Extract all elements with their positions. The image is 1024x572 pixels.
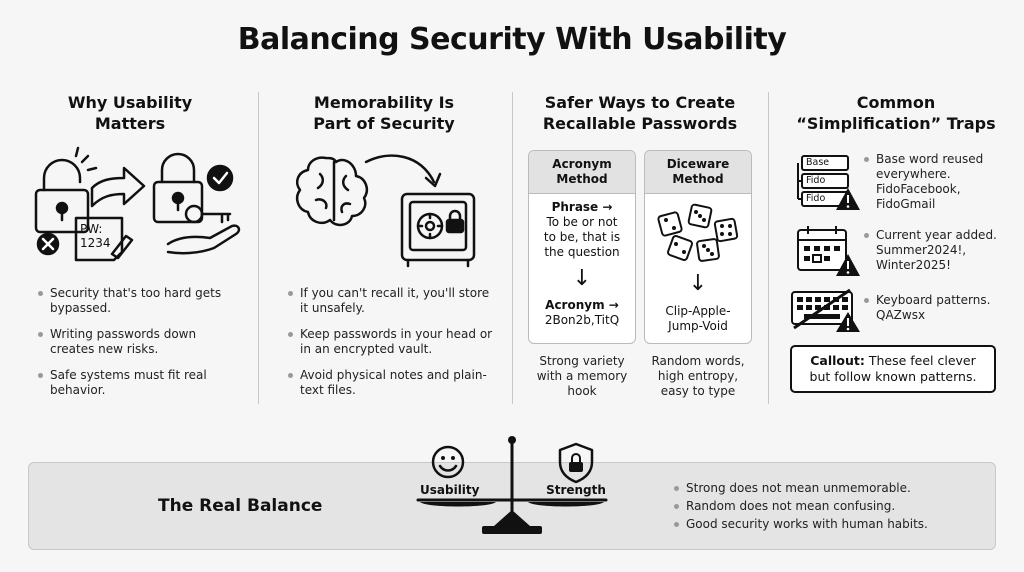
usability-bullets: Security that's too hard gets bypassed. … [36,286,236,409]
memorability-bullets: If you can't recall it, you'll store it … [286,286,496,409]
page-title: Balancing Security With Usability [237,22,787,57]
strength-label: Strength [546,483,606,497]
divider [768,92,769,404]
balance-bullets: Strong does not mean unmemorable. Random… [672,481,928,535]
acronym-label: Acronym → [545,298,619,312]
trap-keyboard-pattern: Keyboard patterns.QAZwsx [864,293,1006,323]
list-item: Avoid physical notes and plain-text file… [286,368,496,398]
usability-illustration [34,146,241,262]
list-item: Good security works with human habits. [672,517,928,532]
diceware-caption: Random words,high entropy,easy to type [651,354,745,398]
sticky-note-text: PW:1234 [80,222,111,250]
divider [512,92,513,404]
dice-icon [657,203,739,262]
diceware-arrow-icon: ↓ [688,271,708,296]
down-arrow-icon: ↓ [572,266,592,291]
box-word: Base [806,157,830,168]
usability-label: Usability [420,483,480,497]
traps-heading: Common“Simplification” Traps [796,93,996,133]
calendar-icon [797,226,860,276]
column-traps: Common“Simplification” Traps [776,92,1016,134]
balance-title: The Real Balance [158,496,323,516]
list-item: Keep passwords in your head or in an enc… [286,327,496,357]
list-item: Strong does not mean unmemorable. [672,481,928,496]
balance-scale-icon [416,436,608,534]
list-item: Random does not mean confusing. [672,499,928,514]
list-item: If you can't recall it, you'll store it … [286,286,496,316]
keyboard-icon [791,288,860,332]
acronym-result: 2Bon2b,TitQ [544,313,620,327]
brain-vault-illustration [296,154,476,268]
diceware-result: Clip-Apple-Jump-Void [665,304,731,333]
reused-word-icon [797,155,860,210]
box-word: Fido [806,193,826,204]
trap-current-year: Current year added.Summer2024!,Winter202… [864,228,1006,273]
phrase-label: Phrase → [551,200,613,214]
list-item: Safe systems must fit real behavior. [36,368,236,398]
list-item: Security that's too hard gets bypassed. [36,286,236,316]
divider [258,92,259,404]
list-item: Writing passwords down creates new risks… [36,327,236,357]
box-word: Fido [806,175,826,186]
